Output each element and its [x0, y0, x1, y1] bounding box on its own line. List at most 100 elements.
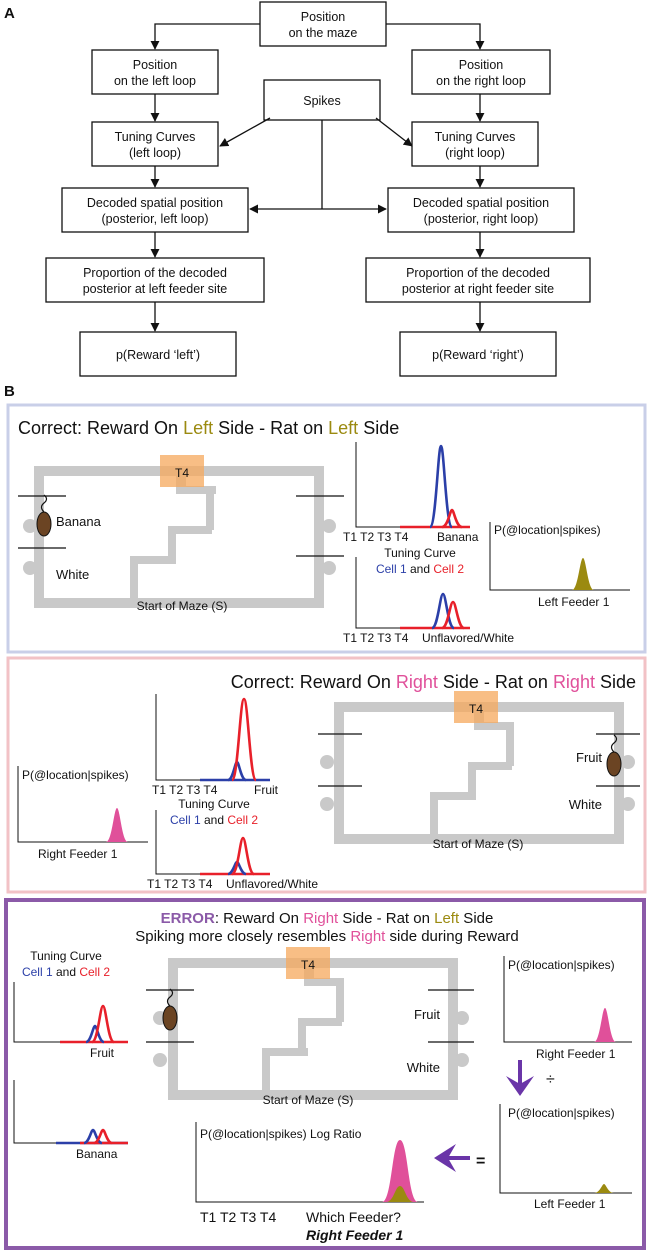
- p3-title-1: ERROR: Reward On Right Side - Rat on Lef…: [161, 910, 494, 927]
- divide-sign: ÷: [546, 1071, 555, 1088]
- feeder-top-label: Right Feeder 1: [536, 1047, 616, 1061]
- tc-flavor-top-3: Fruit: [90, 1046, 115, 1060]
- ratio-ticks: T1 T2 T3 T4: [200, 1209, 276, 1225]
- tc-title-3: Tuning Curve: [30, 949, 102, 963]
- white-label-3: White: [407, 1060, 440, 1075]
- flowchart: [45, 1, 591, 377]
- start-label-1: Start of Maze (S): [137, 599, 228, 613]
- tc-ticks-1b: T1 T2 T3 T4: [343, 631, 409, 645]
- left-loop-line2: on the left loop: [114, 74, 196, 88]
- box-maze: [259, 1, 387, 47]
- posterior-bottom-peak: [594, 1184, 614, 1193]
- tc-title-1: Tuning Curve: [384, 546, 456, 560]
- posterior-bottom-axes: [499, 1104, 632, 1194]
- tc-legend-3: Cell 1 and Cell 2: [22, 965, 110, 979]
- maze-2: [320, 702, 635, 844]
- rat-icon-2: [606, 734, 622, 777]
- spikes-label: Spikes: [303, 94, 341, 108]
- left-arrow-icon: [434, 1144, 470, 1172]
- posterior-top-axes: [503, 956, 632, 1043]
- tc-ticks-1a: T1 T2 T3 T4: [343, 530, 409, 544]
- decoded-left-line1: Decoded spatial position: [87, 196, 223, 210]
- posterior-top-label: P(@location|spikes): [508, 958, 615, 972]
- maze-line2: on the maze: [289, 26, 358, 40]
- tc-axes-3: [13, 982, 128, 1144]
- feeder-label-2: Right Feeder 1: [38, 847, 118, 861]
- decoded-right-line1: Decoded spatial position: [413, 196, 549, 210]
- right-loop-line2: on the right loop: [436, 74, 526, 88]
- p1-title: Correct: Reward On Left Side - Rat on Le…: [18, 418, 399, 438]
- tuning-right-line1: Tuning Curves: [435, 130, 516, 144]
- tc-title-2: Tuning Curve: [178, 797, 250, 811]
- tc-curves-3: [56, 1004, 128, 1145]
- tc-legend-1: Cell 1 and Cell 2: [376, 562, 464, 576]
- box-prop-right: [365, 257, 591, 303]
- posterior-peak-1: [572, 558, 594, 590]
- posterior-top-peak: [594, 1008, 616, 1042]
- tuning-left-line2: (left loop): [129, 146, 181, 160]
- maze-3: [153, 958, 469, 1100]
- posterior-label-2: P(@location|spikes): [22, 768, 129, 782]
- t4-label-1: T4: [175, 466, 189, 480]
- tc-legend-2: Cell 1 and Cell 2: [170, 813, 258, 827]
- box-decoded-right: [387, 187, 575, 233]
- t4-label-2: T4: [469, 702, 483, 716]
- right-loop-line1: Position: [459, 58, 504, 72]
- tc-ticks-2a: T1 T2 T3 T4: [152, 783, 218, 797]
- tc-flavor-bottom-1: Unflavored/White: [422, 631, 514, 645]
- start-label-3: Start of Maze (S): [263, 1093, 354, 1107]
- white-label-1: White: [56, 567, 89, 582]
- which-feeder: Which Feeder?: [306, 1209, 401, 1225]
- maze-1: [23, 466, 336, 608]
- ratio-axes: [195, 1122, 424, 1203]
- banana-label-1: Banana: [56, 514, 102, 529]
- posterior-label-1: P(@location|spikes): [494, 523, 601, 537]
- panel-b-label: B: [4, 383, 15, 400]
- tc-flavor-bottom-2: Unflavored/White: [226, 877, 318, 891]
- box-spikes: [263, 79, 381, 121]
- prop-right-line2: posterior at right feeder site: [402, 282, 554, 296]
- white-label-2: White: [569, 797, 602, 812]
- equals-sign: =: [476, 1153, 485, 1170]
- panel-correct-left-border: [6, 403, 647, 654]
- maze-3-gates: [146, 989, 474, 1043]
- flow-arrows: [150, 23, 485, 332]
- prop-left-line2: posterior at left feeder site: [83, 282, 228, 296]
- posterior-axes-2: [17, 766, 148, 843]
- rat-icon-1: [36, 494, 52, 537]
- reward-left-label: p(Reward ‘left’): [116, 348, 200, 362]
- fruit-label-3: Fruit: [414, 1007, 440, 1022]
- p3-title-2: Spiking more closely resembles Right sid…: [135, 928, 519, 945]
- ratio-peak-left: [386, 1186, 414, 1202]
- box-reward-left: [79, 331, 237, 377]
- ratio-label: P(@location|spikes) Log Ratio: [200, 1127, 362, 1141]
- maze-2-gates: [318, 733, 640, 787]
- ratio-peak-right: [382, 1140, 418, 1202]
- prop-left-line1: Proportion of the decoded: [83, 266, 227, 280]
- tc-ticks-2b: T1 T2 T3 T4: [147, 877, 213, 891]
- decoded-left-line2: (posterior, left loop): [102, 212, 209, 226]
- prop-right-line1: Proportion of the decoded: [406, 266, 550, 280]
- feeder-bottom-label: Left Feeder 1: [534, 1197, 606, 1211]
- box-right-loop: [411, 49, 551, 95]
- answer-label: Right Feeder 1: [306, 1227, 403, 1243]
- left-loop-line1: Position: [133, 58, 178, 72]
- panel-correct-right-border: [6, 656, 647, 894]
- t4-box-3: [286, 947, 330, 979]
- tuning-right-line2: (right loop): [445, 146, 505, 160]
- p2-title: Correct: Reward On Right Side - Rat on R…: [231, 672, 636, 692]
- tuning-left-line1: Tuning Curves: [115, 130, 196, 144]
- tc-flavor-top-1: Banana: [437, 530, 479, 544]
- rat-icon-3: [162, 988, 178, 1031]
- t4-box-2: [454, 691, 498, 723]
- t4-label-3: T4: [301, 958, 315, 972]
- tc-curves-2: [200, 697, 270, 876]
- t4-box-1: [160, 455, 204, 487]
- posterior-bottom-label: P(@location|spikes): [508, 1106, 615, 1120]
- start-label-2: Start of Maze (S): [433, 837, 524, 851]
- box-left-loop: [91, 49, 219, 95]
- feeder-label-1: Left Feeder 1: [538, 595, 610, 609]
- reward-right-label: p(Reward ‘right’): [432, 348, 524, 362]
- tc-flavor-bottom-3: Banana: [76, 1147, 118, 1161]
